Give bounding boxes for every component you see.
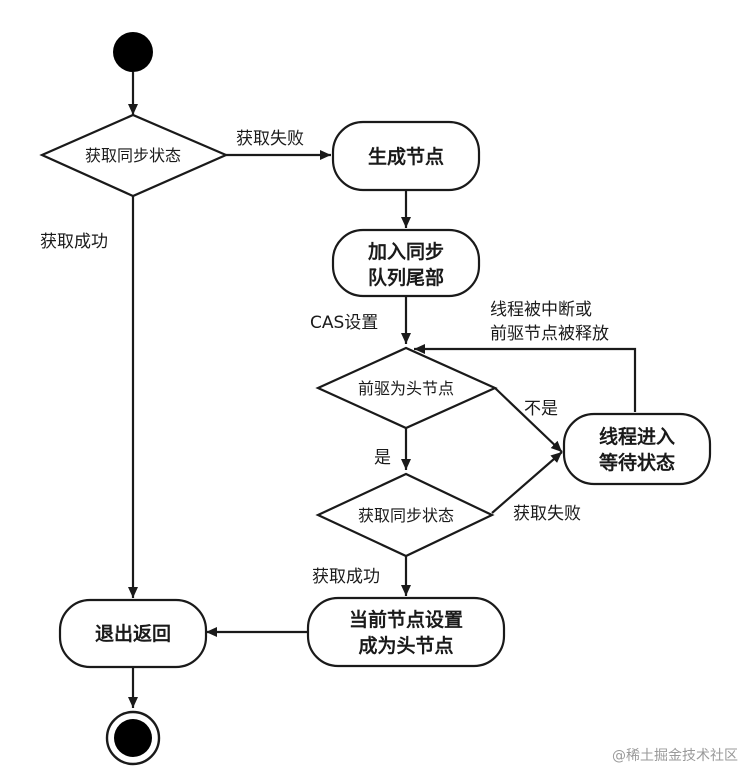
label-not-yes: 不是	[524, 399, 558, 419]
label-acquire-success-bottom: 获取成功	[312, 567, 380, 587]
label-acquire-fail-bottom: 获取失败	[513, 504, 581, 524]
end-node-inner	[114, 719, 152, 757]
action-exit-return	[58, 598, 208, 669]
edge-predecessor-to-wait	[494, 387, 563, 453]
label-interrupted-1: 线程被中断或	[490, 300, 592, 320]
edge-wait-to-predecessor	[414, 344, 637, 412]
action-thread-wait	[562, 412, 712, 486]
watermark: @稀土掘金技术社区	[612, 748, 738, 764]
decision-predecessor-label: 前驱为头节点	[358, 379, 454, 398]
action-thread-wait-label-2: 等待状态	[598, 451, 675, 474]
decision-acquire-first	[39, 113, 229, 198]
decision-acquire-second-label: 获取同步状态	[358, 506, 454, 525]
label-acquire-success-left: 获取成功	[40, 232, 108, 252]
action-generate-node-label: 生成节点	[368, 145, 444, 168]
decision-acquire-second	[315, 472, 495, 558]
label-yes: 是	[374, 448, 391, 468]
action-thread-wait-label-1: 线程进入	[599, 425, 675, 448]
action-set-head	[306, 596, 506, 668]
action-exit-return-label: 退出返回	[95, 622, 171, 645]
action-enqueue-label-2: 队列尾部	[368, 266, 444, 289]
label-cas-set: CAS设置	[310, 313, 378, 333]
action-set-head-label-1: 当前节点设置	[349, 608, 463, 631]
action-set-head-label-2: 成为头节点	[358, 634, 453, 657]
label-acquire-fail-top: 获取失败	[236, 129, 304, 149]
action-enqueue-label-1: 加入同步	[367, 241, 444, 263]
action-generate-node	[331, 120, 481, 192]
edge-acquire2-to-wait	[491, 451, 563, 514]
label-interrupted-2: 前驱节点被释放	[490, 324, 609, 344]
decision-acquire-first-label: 获取同步状态	[85, 146, 181, 165]
action-enqueue-tail	[331, 228, 481, 298]
decision-predecessor-is-head	[315, 346, 498, 430]
start-node	[113, 32, 153, 72]
